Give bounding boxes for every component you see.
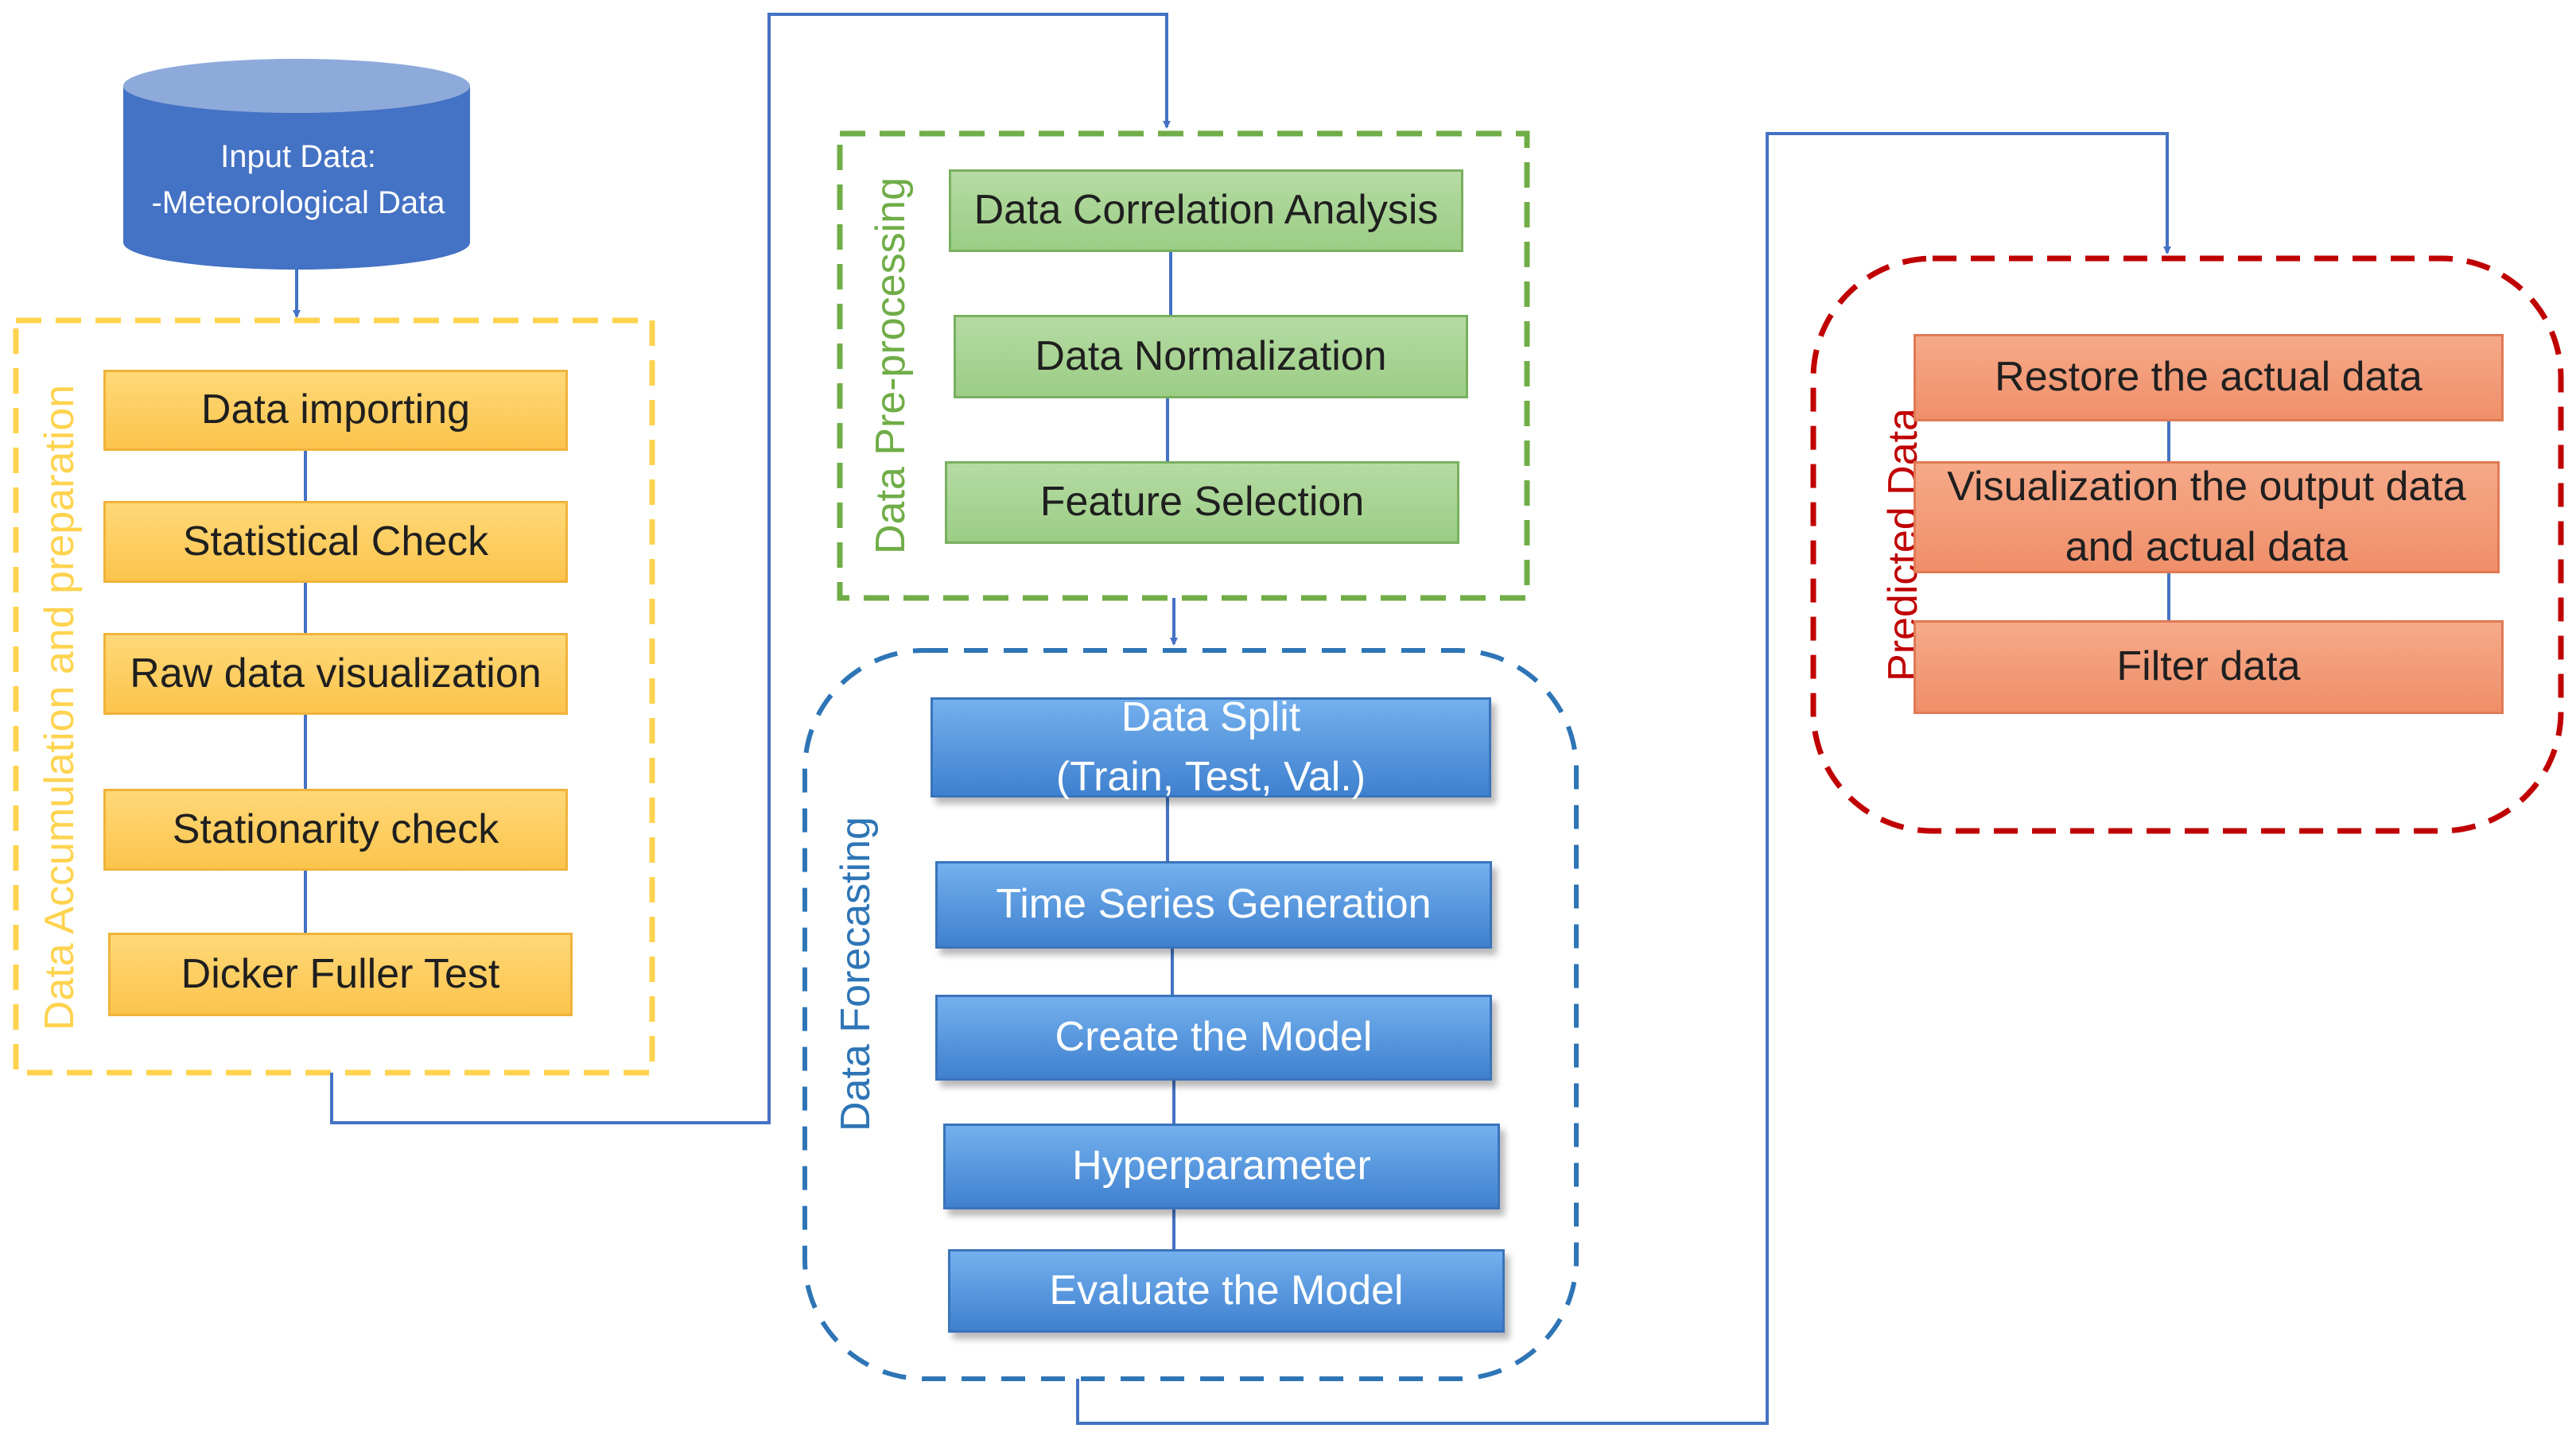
input-database-label: Input Data: -Meteorological Data — [119, 134, 477, 226]
preprocessing-group-label: Data Pre-processing — [868, 177, 914, 554]
step-data-split: Data Split (Train, Test, Val.) — [931, 694, 1491, 800]
input-title: Input Data: — [220, 139, 376, 174]
step-data-correlation-analysis: Data Correlation Analysis — [949, 169, 1463, 252]
step-stationarity-check: Stationarity check — [103, 789, 568, 871]
step-time-series-generation: Time Series Generation — [935, 861, 1492, 949]
predicted-group-frame — [1810, 255, 2564, 834]
connectors — [293, 13, 2171, 1425]
input-database-icon — [123, 59, 470, 270]
step-data-importing: Data importing — [103, 370, 568, 451]
preprocessing-group-frame — [837, 130, 1530, 601]
step-feature-selection: Feature Selection — [945, 461, 1459, 544]
step-filter-data: Filter data — [1914, 620, 2504, 714]
step-dicker-fuller-test: Dicker Fuller Test — [108, 933, 573, 1016]
step-data-normalization: Data Normalization — [954, 315, 1468, 398]
step-evaluate-the-model: Evaluate the Model — [948, 1249, 1505, 1333]
accumulation-group-frame — [13, 317, 655, 1076]
forecasting-group-label: Data Forecasting — [833, 817, 879, 1131]
step-statistical-check: Statistical Check — [103, 501, 568, 583]
step-hyperparameter: Hyperparameter — [943, 1124, 1500, 1209]
step-restore-actual-data: Restore the actual data — [1914, 334, 2504, 421]
step-create-the-model: Create the Model — [935, 995, 1492, 1081]
input-subtitle: -Meteorological Data — [151, 185, 445, 220]
accumulation-group-label: Data Accumulation and preparation — [37, 384, 83, 1031]
forecasting-group-frame — [802, 648, 1579, 1381]
step-raw-data-visualization: Raw data visualization — [103, 633, 568, 715]
step-visualization-output-data: Visualization the output data and actual… — [1914, 461, 2500, 573]
